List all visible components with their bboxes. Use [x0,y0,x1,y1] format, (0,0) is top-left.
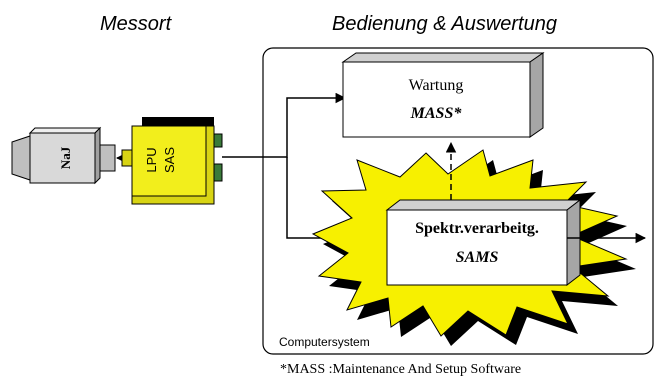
wartung-title: Wartung [409,77,464,94]
header-bedienung: Bedienung & Auswertung [332,13,557,35]
wartung-box: Wartung MASS* [341,52,545,138]
spektr-title: Spektr.verarbeitg. [415,220,539,237]
detector-icon: NaJ [11,126,116,185]
footnote: *MASS :Maintenance And Setup Software [280,362,521,377]
sas-label: SAS [162,147,177,173]
lpu-label: LPU [144,147,159,172]
computersystem-label: Computersystem [279,335,370,349]
detector-label: NaJ [58,146,73,169]
spektr-box: Spektr.verarbeitg. SAMS [385,198,582,287]
lpu-sas-unit: LPU SAS [121,117,223,205]
header-messort: Messort [100,13,173,35]
arrow-lpu-to-wartung [222,92,347,158]
spektr-subtitle: SAMS [456,249,499,266]
wartung-subtitle: MASS* [410,105,463,122]
computersystem-frame [262,47,654,355]
